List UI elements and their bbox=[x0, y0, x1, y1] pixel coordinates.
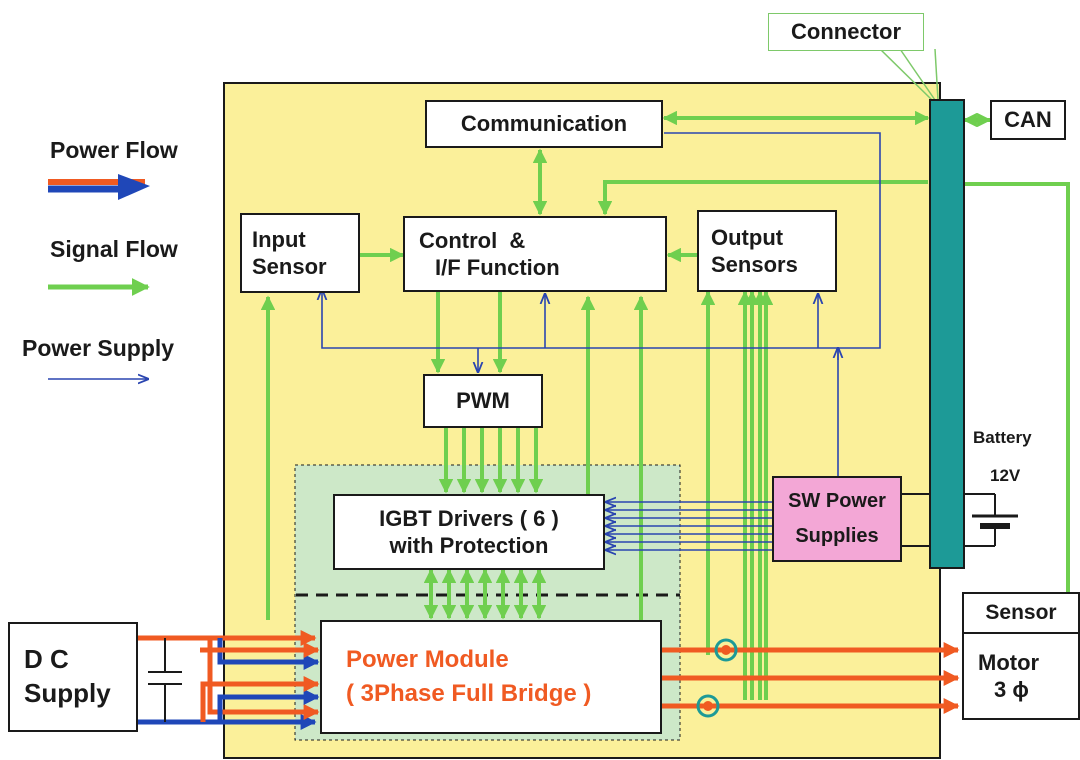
dc-supply-label-line1: D C bbox=[24, 644, 69, 675]
motor-phase-label: 3 ϕ bbox=[994, 677, 1029, 702]
motor-box: Motor 3 ϕ bbox=[962, 632, 1080, 720]
control-label-line1: Control & bbox=[419, 227, 526, 253]
output-sensors-box: Output Sensors bbox=[697, 210, 837, 292]
igbt-label-line1: IGBT Drivers ( 6 ) bbox=[379, 505, 559, 531]
dc-power-lines bbox=[138, 629, 320, 731]
connector-label: Connector bbox=[791, 19, 901, 45]
motor-sensor-box: Sensor bbox=[962, 592, 1080, 634]
sw-power-label-line2: Supplies bbox=[795, 525, 879, 547]
input-sensor-label-line1: Input bbox=[252, 226, 306, 252]
legend-power-flow-label: Power Flow bbox=[50, 137, 178, 163]
battery-label: Battery bbox=[973, 428, 1032, 447]
communication-label: Communication bbox=[460, 111, 628, 137]
legend-power-flow-arrow bbox=[48, 174, 150, 200]
connector-callout bbox=[879, 48, 939, 101]
output-sensors-label-line2: Sensors bbox=[711, 252, 798, 277]
legend-power-supply-label: Power Supply bbox=[22, 335, 175, 361]
input-sensor-label-line2: Sensor bbox=[252, 254, 327, 279]
current-sensors bbox=[696, 638, 738, 718]
sw-power-supplies-box: SW Power Supplies bbox=[772, 476, 902, 562]
can-label: CAN bbox=[1004, 107, 1052, 133]
pwm-box: PWM bbox=[423, 374, 543, 428]
signal-lines bbox=[260, 110, 1070, 700]
communication-box: Communication bbox=[425, 100, 663, 148]
motor-label: Motor bbox=[978, 649, 1040, 675]
battery-symbol bbox=[900, 493, 1018, 547]
pwm-label: PWM bbox=[456, 388, 510, 414]
dc-capacitor bbox=[148, 638, 182, 722]
sw-power-label-line1: SW Power bbox=[788, 490, 886, 512]
control-label-line2: I/F Function bbox=[435, 255, 560, 280]
control-if-box: Control & I/F Function bbox=[403, 216, 667, 292]
dc-supply-label-line2: Supply bbox=[24, 678, 111, 708]
power-module-label-line1: Power Module bbox=[346, 646, 509, 674]
motor-sensor-label: Sensor bbox=[985, 600, 1057, 624]
legend-signal-flow-label: Signal Flow bbox=[50, 236, 178, 262]
power-module-label-line2: ( 3Phase Full Bridge ) bbox=[346, 680, 592, 707]
supply-lines bbox=[322, 132, 881, 550]
input-sensor-box: Input Sensor bbox=[240, 213, 360, 293]
battery-voltage-label: 12V bbox=[990, 466, 1021, 485]
igbt-label-line2: with Protection bbox=[389, 533, 549, 558]
can-box: CAN bbox=[990, 100, 1066, 140]
dc-supply-box: D C Supply bbox=[8, 622, 138, 732]
power-module-box: Power Module ( 3Phase Full Bridge ) bbox=[320, 620, 662, 734]
output-sensors-label-line1: Output bbox=[711, 224, 784, 250]
connector-bar bbox=[929, 99, 965, 569]
connector-label-box: Connector bbox=[768, 13, 924, 51]
igbt-drivers-box: IGBT Drivers ( 6 ) with Protection bbox=[333, 494, 605, 570]
